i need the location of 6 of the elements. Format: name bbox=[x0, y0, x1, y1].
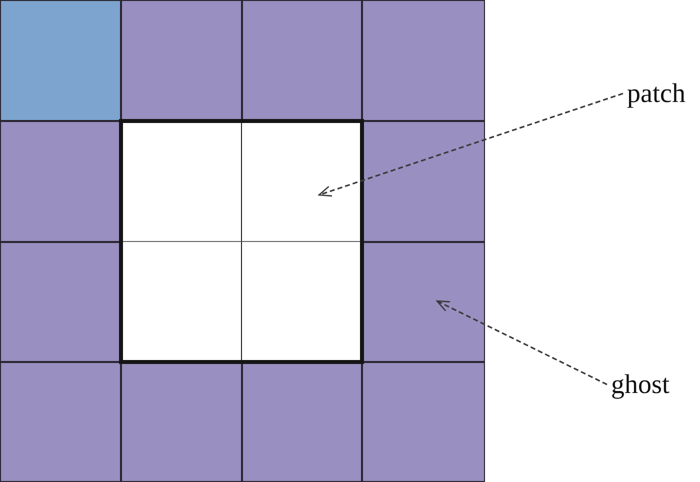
ghost-cell bbox=[362, 242, 485, 362]
leader-line bbox=[436, 300, 608, 386]
callout-label: patch bbox=[627, 80, 686, 107]
patch-region bbox=[119, 119, 364, 364]
leader-line bbox=[318, 92, 624, 197]
callout-label: ghost bbox=[611, 371, 670, 398]
